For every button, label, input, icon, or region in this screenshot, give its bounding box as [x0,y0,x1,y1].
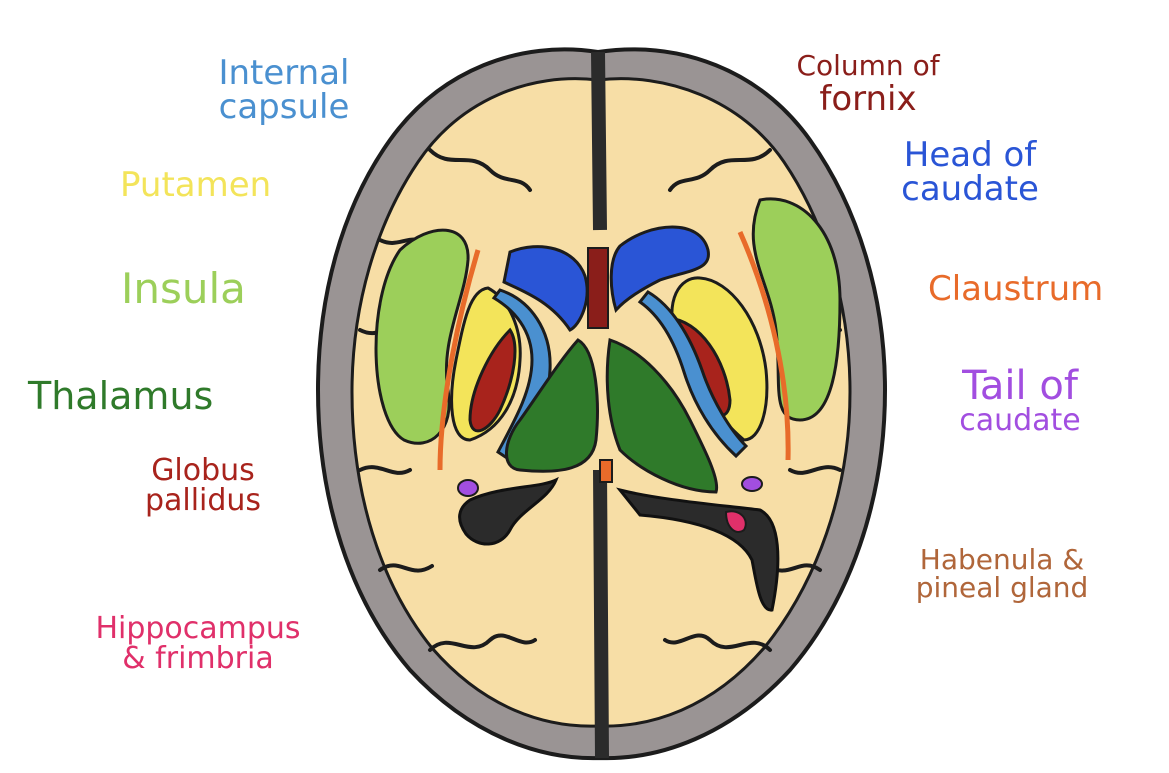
label-claustrum: Claustrum [928,269,1104,309]
column-of-fornix [587,247,609,329]
label-hippocampus: Hippocampus & frimbria [70,614,326,674]
internal-capsule-right [637,290,749,459]
label-line: Hippocampus [95,611,301,646]
label-line: capsule [218,87,350,127]
label-line: Habenula & [919,543,1085,576]
label-line: caudate [959,403,1081,438]
label-globus-pallidus: Globus pallidus [128,456,278,516]
head-of-caudate-left [502,245,589,332]
label-line: Internal [218,53,350,93]
tail-of-caudate-right [741,476,763,492]
label-line: caudate [901,169,1039,209]
label-thalamus: Thalamus [28,374,214,418]
label-line: pallidus [144,483,262,518]
globus-pallidus-left [468,327,517,433]
label-insula: Insula [121,264,246,313]
label-tail-of-caudate: Tail of caudate [944,366,1096,436]
thalamus-right [605,338,719,494]
claustrum-right [737,230,791,461]
label-line: & frimbria [122,641,274,676]
claustrum-left [437,249,481,471]
longitudinal-fissure [591,51,609,759]
tail-of-caudate-left [457,479,479,497]
label-line: Head of [903,135,1037,175]
label-head-of-caudate: Head of caudate [880,138,1060,206]
head-of-caudate-right [609,225,710,313]
ventricle-left [458,476,559,546]
label-line: Column of [796,49,940,82]
label-line: Tail of [962,363,1078,409]
thalamus-left [505,338,599,473]
label-habenula-pineal: Habenula & pineal gland [896,546,1108,602]
label-internal-capsule: Internal capsule [196,56,372,124]
insula-right [751,197,842,422]
label-putamen: Putamen [120,165,272,205]
hippocampus [724,510,747,533]
label-line: Globus [151,453,255,488]
label-line: fornix [819,79,917,119]
label-column-of-fornix: Column of fornix [776,49,960,119]
label-line: pineal gland [915,571,1089,604]
habenula [599,459,613,483]
